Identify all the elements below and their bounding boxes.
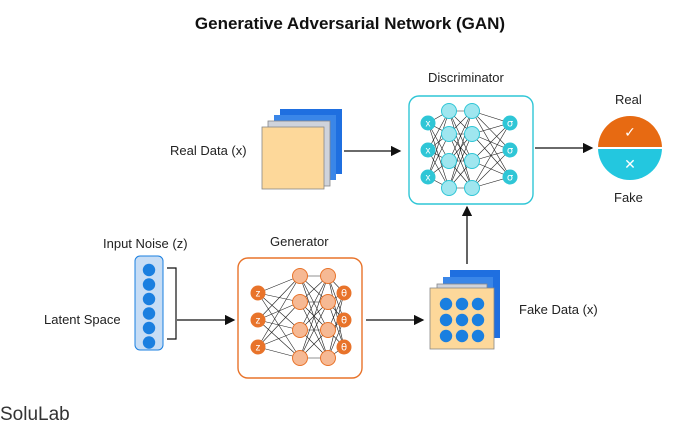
- input-noise-label: Input Noise (z): [103, 236, 188, 251]
- fake-data-label: Fake Data (x): [519, 302, 598, 317]
- discriminator-label: Discriminator: [428, 70, 504, 85]
- noise-dot: [142, 263, 156, 277]
- generator-input-symbol: z: [256, 289, 261, 300]
- discriminator-input-node: [420, 142, 436, 158]
- discriminator-network-icon: x x x σ σ σ: [408, 95, 534, 205]
- noise-dot: [142, 336, 156, 349]
- generator-output-node: [336, 285, 352, 301]
- fake-data-dot: [439, 329, 453, 343]
- generator-input-node: [250, 312, 266, 328]
- generator-output-node: [336, 312, 352, 328]
- noise-dot: [142, 307, 156, 320]
- discriminator-hidden-node: [464, 153, 480, 169]
- brand-logo: SoluLab: [0, 404, 70, 425]
- generator-hidden-node: [320, 350, 336, 366]
- fake-label: Fake: [614, 190, 643, 205]
- real-half: [598, 116, 662, 148]
- check-icon: ✓: [624, 125, 636, 141]
- generator-hidden-node: [292, 350, 308, 366]
- real-fake-indicator: ✓ ✕: [596, 116, 664, 180]
- noise-vector-icon: [134, 255, 177, 351]
- fake-data-dot: [455, 329, 469, 343]
- discriminator-output-node: [502, 115, 518, 131]
- cross-icon: ✕: [624, 157, 636, 173]
- generator-input-symbol: z: [256, 316, 261, 327]
- discriminator-output-symbol: σ: [507, 119, 514, 130]
- generator-output-node: [336, 339, 352, 355]
- noise-dot: [142, 292, 156, 306]
- generator-hidden-node: [320, 268, 336, 284]
- fake-data-dot: [455, 297, 469, 311]
- generator-hidden-node: [320, 322, 336, 338]
- discriminator-input-node: [420, 169, 436, 185]
- fake-data-dot: [439, 313, 453, 327]
- discriminator-input-symbol: x: [426, 146, 431, 157]
- generator-output-symbol: θ: [341, 289, 347, 300]
- discriminator-input-symbol: x: [426, 173, 431, 184]
- generator-label: Generator: [270, 234, 329, 249]
- fake-half: [598, 148, 662, 180]
- latent-space-label: Latent Space: [44, 312, 121, 327]
- generator-input-node: [250, 285, 266, 301]
- generator-output-symbol: θ: [341, 316, 347, 327]
- fake-data-dot: [439, 297, 453, 311]
- fake-data-dot: [471, 313, 485, 327]
- generator-hidden-node: [292, 322, 308, 338]
- generator-input-node: [250, 339, 266, 355]
- fake-data-dot: [455, 313, 469, 327]
- noise-dot: [142, 278, 156, 291]
- discriminator-output-symbol: σ: [507, 146, 514, 157]
- real-label: Real: [615, 92, 642, 107]
- fake-data-dot: [471, 329, 485, 343]
- discriminator-output-node: [502, 169, 518, 185]
- diagram-title: Generative Adversarial Network (GAN): [194, 14, 506, 33]
- discriminator-output-symbol: σ: [507, 173, 514, 184]
- discriminator-input-symbol: x: [426, 119, 431, 130]
- discriminator-hidden-node: [464, 103, 480, 119]
- discriminator-output-node: [502, 142, 518, 158]
- discriminator-hidden-node: [464, 126, 480, 142]
- generator-hidden-node: [292, 294, 308, 310]
- noise-dot: [142, 321, 156, 335]
- real-data-stack-icon: [261, 109, 342, 190]
- discriminator-hidden-node: [441, 103, 457, 119]
- generator-hidden-node: [292, 268, 308, 284]
- generator-hidden-node: [320, 294, 336, 310]
- discriminator-hidden-node: [464, 180, 480, 196]
- fake-data-stack-icon: [429, 270, 500, 350]
- discriminator-hidden-node: [441, 126, 457, 142]
- generator-input-symbol: z: [256, 343, 261, 354]
- discriminator-input-node: [420, 115, 436, 131]
- generator-network-icon: z z z θ θ θ: [237, 257, 363, 379]
- fake-data-dot: [471, 297, 485, 311]
- discriminator-hidden-node: [441, 153, 457, 169]
- real-data-label: Real Data (x): [170, 143, 247, 158]
- generator-output-symbol: θ: [341, 343, 347, 354]
- discriminator-hidden-node: [441, 180, 457, 196]
